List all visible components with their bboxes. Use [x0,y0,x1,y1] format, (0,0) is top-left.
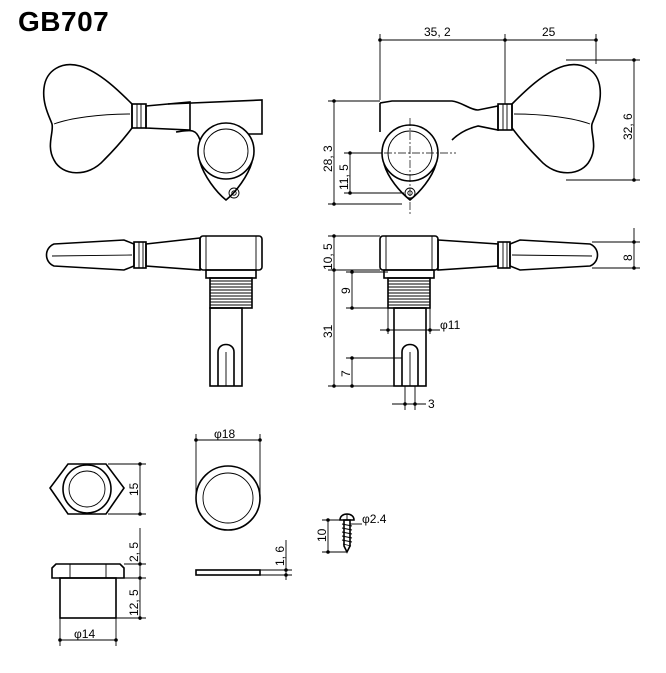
washer-top-view: φ18 [194,427,262,531]
page-title: GB707 [18,6,110,37]
mounting-screw: 10 φ2.4 [315,512,387,554]
dim-10-5: 10, 5 [321,243,335,270]
thread-lines [388,280,430,306]
hex-nut-side-view: 2, 5 12, 5 φ14 [51,528,146,646]
dim-1-6: 1, 6 [273,546,287,566]
dim-28-3: 28, 3 [321,145,335,172]
washer-side-view: 1, 6 [195,540,292,580]
dim-32-6: 32, 6 [621,113,635,140]
dim-31: 31 [321,324,335,338]
dim-phi-11: φ11 [440,318,461,332]
dim-10: 10 [315,528,329,542]
dim-7: 7 [339,370,353,377]
dim-phi-18: φ18 [214,427,235,441]
tuner-side-view-left [42,63,263,202]
dim-35-2: 35, 2 [424,25,451,39]
thread-lines [210,280,252,306]
dim-phi-14: φ14 [74,627,95,641]
tuner-front-view-right: 35, 2 25 32, 6 28, 3 11, 5 [321,25,640,215]
dim-8: 8 [621,254,635,261]
hex-nut-top-view: 15 [49,462,146,516]
dim-11-5: 11, 5 [337,164,351,190]
dim-9: 9 [339,287,353,294]
dim-2-5: 2, 5 [127,542,141,562]
tuner-top-view-right: 10, 5 31 9 φ11 7 3 8 [321,228,640,411]
dim-3: 3 [428,397,435,411]
dim-12-5: 12, 5 [127,589,141,616]
tuner-top-view-left [45,235,263,387]
dim-phi-2-4: φ2.4 [362,512,387,526]
dim-25: 25 [542,25,556,39]
dim-15: 15 [127,482,141,496]
